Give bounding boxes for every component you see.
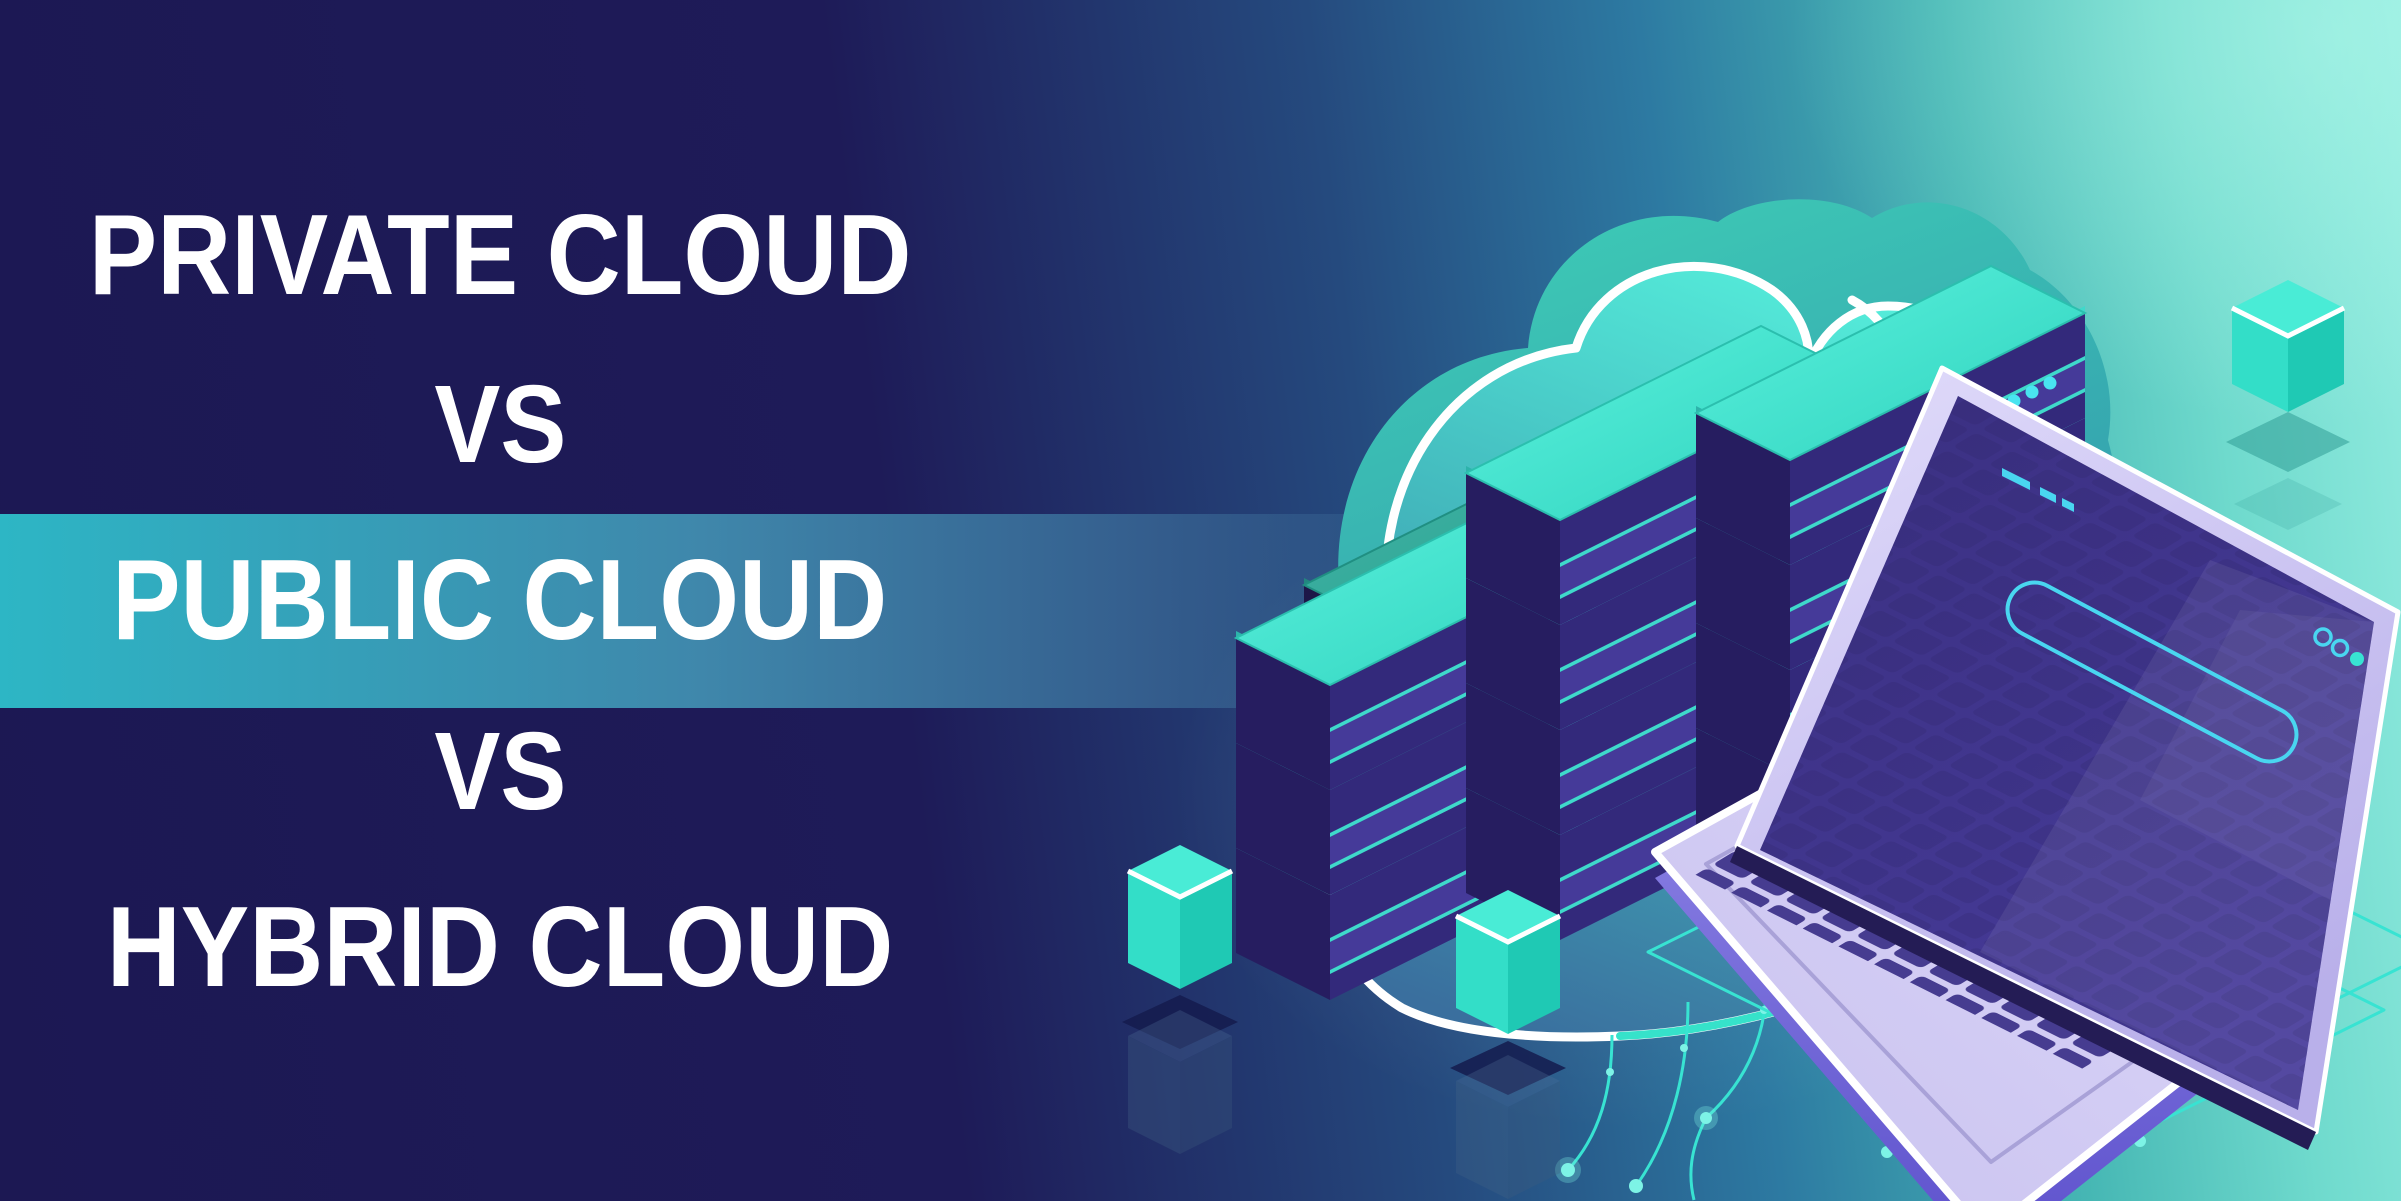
title-text: PUBLIC CLOUD	[112, 537, 888, 664]
title-text: HYBRID CLOUD	[106, 884, 894, 1011]
title-line-public-cloud: PUBLIC CLOUD	[0, 516, 1000, 686]
title-block: PRIVATE CLOUD VS PUBLIC CLOUD VS HYBRID …	[0, 0, 1000, 1201]
title-text: PRIVATE CLOUD	[88, 192, 912, 319]
title-line-vs-1: VS	[0, 340, 1000, 510]
title-text: VS	[433, 710, 567, 833]
title-line-private-cloud: PRIVATE CLOUD	[0, 171, 1000, 341]
title-line-vs-2: VS	[0, 687, 1000, 857]
title-text: VS	[433, 363, 567, 486]
title-line-hybrid-cloud: HYBRID CLOUD	[0, 863, 1000, 1033]
